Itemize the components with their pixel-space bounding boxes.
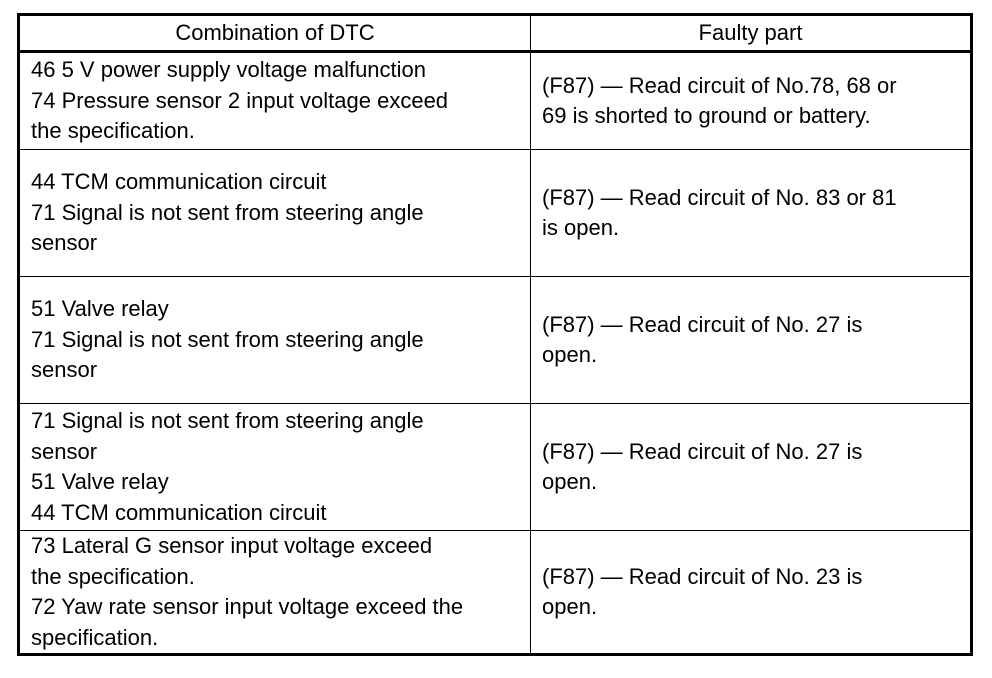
dtc-line: 51 Valve relay [31, 469, 169, 494]
dtc-line: 71 Signal is not sent from steering angl… [31, 408, 424, 433]
part-line: 69 is shorted to ground or battery. [542, 103, 871, 128]
faulty-part-cell: (F87) — Read circuit of No. 23 is open. [530, 530, 972, 655]
dtc-line: specification. [31, 624, 159, 650]
faulty-part-cell: (F87) — Read circuit of No.78, 68 or 69 … [530, 51, 972, 150]
table-row: 46 5 V power supply voltage malfunction … [18, 51, 972, 150]
dtc-cell: 73 Lateral G sensor input voltage exceed… [18, 530, 531, 655]
dtc-line: 71 Signal is not sent from steering angl… [31, 199, 424, 225]
table-row: 71 Signal is not sent from steering angl… [18, 403, 972, 531]
dtc-line: sensor [31, 438, 98, 464]
dtc-line: sensor [31, 357, 98, 383]
table-row: 73 Lateral G sensor input voltage exceed… [18, 530, 972, 655]
dtc-line: 74 Pressure sensor 2 input voltage excee… [31, 87, 449, 113]
dtc-line: 44 TCM communication circuit [31, 499, 327, 525]
part-line: (F87) — Read circuit of No. 27 is [542, 438, 863, 464]
dtc-line: 51 Valve relay [31, 296, 169, 322]
part-line: open. [542, 469, 598, 494]
header-combination-of-dtc: Combination of DTC [18, 14, 531, 53]
part-line: is open. [542, 215, 620, 240]
dtc-line: 46 5 V power supply voltage malfunction [31, 57, 427, 83]
table-row: 51 Valve relay 71 Signal is not sent fro… [18, 276, 972, 404]
dtc-line: the specification. [31, 563, 195, 589]
part-line: (F87) — Read circuit of No.78, 68 or [542, 72, 897, 98]
header-row: Combination of DTC Faulty part [18, 14, 972, 53]
dtc-line: 73 Lateral G sensor input voltage exceed [31, 533, 433, 558]
faulty-part-cell: (F87) — Read circuit of No. 83 or 81 is … [530, 149, 972, 277]
part-line: open. [542, 594, 598, 619]
part-line: (F87) — Read circuit of No. 83 or 81 [542, 184, 897, 210]
dtc-table: Combination of DTC Faulty part 46 5 V po… [17, 13, 973, 656]
part-line: (F87) — Read circuit of No. 23 is [542, 563, 863, 589]
table-row: 44 TCM communication circuit 71 Signal i… [18, 149, 972, 277]
dtc-cell: 71 Signal is not sent from steering angl… [18, 403, 531, 531]
faulty-part-cell: (F87) — Read circuit of No. 27 is open. [530, 276, 972, 404]
dtc-line: sensor [31, 230, 98, 256]
dtc-cell: 51 Valve relay 71 Signal is not sent fro… [18, 276, 531, 404]
dtc-cell: 44 TCM communication circuit 71 Signal i… [18, 149, 531, 277]
dtc-line: 72 Yaw rate sensor input voltage exceed … [31, 594, 464, 619]
faulty-part-cell: (F87) — Read circuit of No. 27 is open. [530, 403, 972, 531]
part-line: (F87) — Read circuit of No. 27 is [542, 311, 863, 337]
dtc-line: 71 Signal is not sent from steering angl… [31, 326, 424, 352]
dtc-line: the specification. [31, 118, 195, 144]
dtc-line: 44 TCM communication circuit [31, 169, 327, 195]
dtc-cell: 46 5 V power supply voltage malfunction … [18, 51, 531, 150]
part-line: open. [542, 342, 598, 367]
header-faulty-part: Faulty part [530, 14, 972, 53]
